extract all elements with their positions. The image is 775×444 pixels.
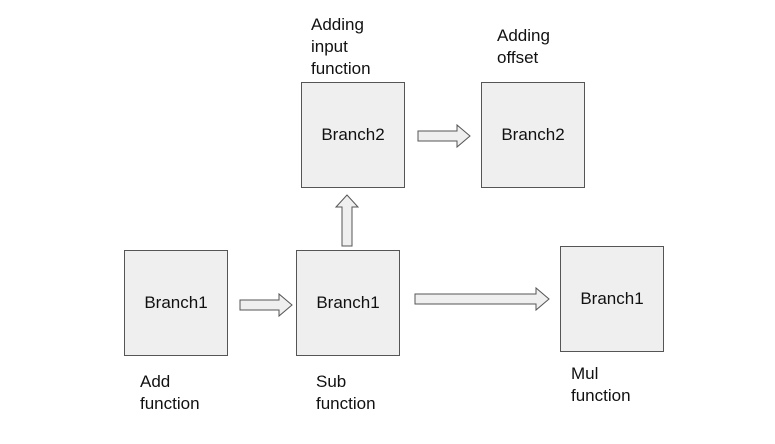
node-label: Branch1 xyxy=(144,293,208,312)
caption-adding-input: Adding input function xyxy=(311,15,371,78)
caption-mul-function: Mul function xyxy=(571,364,631,405)
node-branch2-offset: Branch2 xyxy=(481,82,585,188)
node-branch1-mul: Branch1 xyxy=(560,246,664,352)
arrow-add-to-sub xyxy=(239,292,293,318)
arrow-input-to-offset xyxy=(417,123,471,149)
caption-sub-function: Sub function xyxy=(316,372,376,413)
node-branch1-sub: Branch1 xyxy=(296,250,400,356)
arrow-sub-to-mul xyxy=(414,286,550,312)
node-label: Branch1 xyxy=(316,293,380,312)
node-branch2-input: Branch2 xyxy=(301,82,405,188)
node-branch1-add: Branch1 xyxy=(124,250,228,356)
node-label: Branch1 xyxy=(580,289,644,308)
node-label: Branch2 xyxy=(321,125,385,144)
node-label: Branch2 xyxy=(501,125,565,144)
caption-adding-offset: Adding offset xyxy=(497,26,550,67)
caption-add-function: Add function xyxy=(140,372,200,413)
arrow-sub-to-input xyxy=(334,194,360,247)
